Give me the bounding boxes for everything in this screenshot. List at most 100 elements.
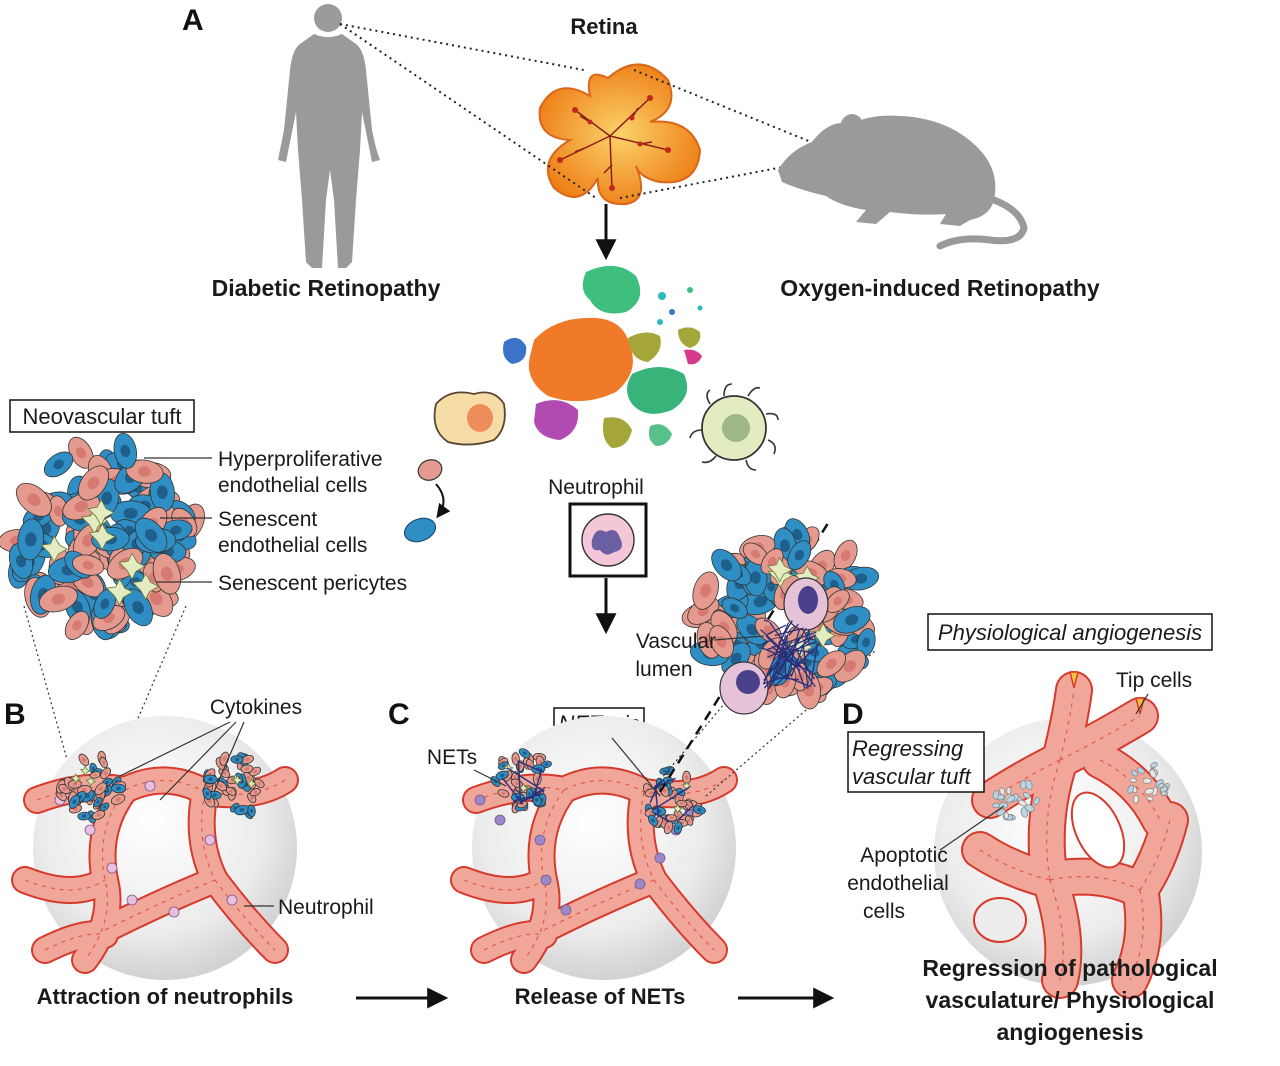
net-strand [803,663,816,680]
cell-nucleus [513,775,517,779]
endothelial-cell-pink [1006,786,1012,795]
physiological-angiogenesis-box [927,613,1213,651]
cell-nucleus [85,793,91,799]
cell-nucleus [96,813,101,817]
panel-d-vessels [961,671,1189,999]
net-strand [653,812,671,823]
endothelial-cell-pink [1144,788,1155,795]
regressing-label-1: Regressing [852,736,964,761]
endothelial-cell-blue [1022,792,1031,799]
vessel-loop-hole [1070,791,1126,869]
cell-nucleus [81,576,94,588]
cell-nucleus [87,476,100,490]
net-strand [531,768,543,803]
cell-nucleus [102,805,107,809]
vessel-texture [84,789,126,961]
net-strand [768,628,807,690]
net-strand [769,621,816,688]
cell-nucleus [105,780,110,784]
cell-nucleus [845,614,859,626]
vessel-texture [104,879,216,931]
cell-nucleus [649,791,654,795]
cell-nucleus [132,600,144,614]
cell-nucleus [662,819,667,824]
cell-nucleus [534,797,539,802]
cell-nucleus [160,566,173,581]
neutrophil-callout-label: Neutrophil [548,476,644,499]
tuft-callout-lines [144,457,212,583]
cell-nucleus [825,658,837,669]
cell-nucleus [676,814,681,819]
endothelial-cell-blue [998,802,1009,809]
cell-nucleus [75,447,87,459]
mouse-silhouette-icon [778,114,1028,250]
panel-letter-d: D [842,698,864,731]
endothelial-cell-blue [1020,807,1029,818]
vessel-neutrophil [144,780,156,792]
cell-nucleus [103,771,108,776]
vessel-loop-hole [973,897,1027,943]
single-cell-cluster-plot [503,265,703,448]
net-strand [762,638,774,645]
cell-nucleus [662,769,667,773]
senescent-pericyte [672,803,683,814]
net-strand [517,760,522,804]
vessel-texture [523,789,565,961]
cell-nucleus [522,751,527,756]
net-strand [772,676,799,681]
cell-nucleus [544,762,549,766]
cell-nucleus [245,757,250,762]
net-strand [810,643,818,687]
cell-nucleus [51,593,66,605]
endothelial-cell-blue [992,790,1000,800]
regressing-tuft-box [847,731,985,793]
net-strand [512,793,543,802]
nets-callout-line [473,769,507,787]
endothelial-cell-blue [1033,797,1040,806]
cell-nucleus [72,620,82,631]
tip-cell [1135,697,1145,715]
tip-cells-callout-line [1135,693,1149,715]
net-strand [760,629,802,669]
vessel-neutrophil [560,904,572,916]
cell-nucleus [843,660,856,673]
senescent-pericyte [87,498,115,527]
cell-nucleus [81,814,87,818]
net-strand [506,767,545,792]
cell-nucleus [116,786,122,791]
senescent-pericyte [85,776,97,787]
vessel-texture [1046,759,1061,881]
microglia-cell-icon [689,383,779,471]
cell-nucleus [222,771,227,775]
net-strand [761,647,801,665]
cell-nucleus [528,792,531,796]
senescent-pericyte [79,765,91,777]
cell-nucleus [753,595,768,608]
neutrophil-nucleus [798,586,818,614]
vessel-neutrophil [634,878,646,890]
vessel-texture [1129,889,1144,981]
cell-nucleus [697,808,702,812]
apoptotic-label-2: endothelial [847,872,949,895]
panel-letter-a: A [182,4,204,37]
senescent-pericyte [80,507,109,535]
cell-nucleus [669,816,674,820]
cell-nucleus [72,600,83,614]
senescent-pericyte [232,774,243,786]
apoptotic-tuft-right [1127,762,1170,804]
cell-nucleus [501,791,506,796]
endothelial-cell-blue [1006,795,1016,803]
cell-nucleus [538,759,543,765]
vessel-lumen [13,868,117,902]
senescent-pericyte [131,572,160,601]
cell-nucleus [833,596,843,606]
oxygen-induced-retinopathy-label: Oxygen-induced Retinopathy [780,275,1100,301]
vessel-texture [1049,879,1064,981]
net-strand [649,782,660,803]
endothelial-cell-blue [1127,784,1134,794]
endothelial-cell-blue [1137,767,1145,774]
cell-nucleus [102,760,106,765]
cell-nucleus [253,790,258,794]
neovascular-tuft-box [9,399,195,433]
cell-nucleus [149,591,163,606]
